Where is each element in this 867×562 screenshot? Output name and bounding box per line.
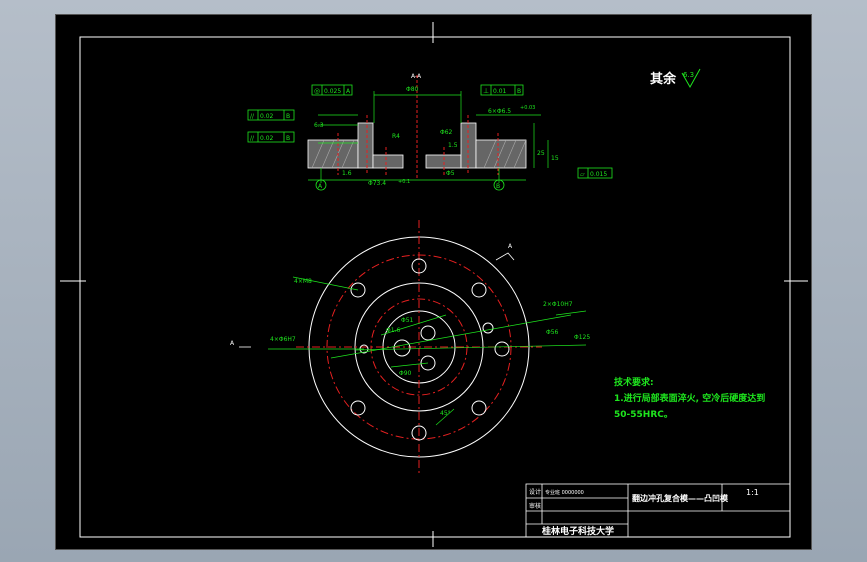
- section-cut-arrow-top: [495, 252, 515, 261]
- dim-holes: 6×Φ6.5: [488, 108, 511, 115]
- callout-lower: Φ90: [399, 370, 412, 377]
- roughness-a: 6.3: [314, 122, 324, 129]
- inner-frame: [79, 36, 791, 538]
- parallel-mid-datum: B: [286, 135, 290, 142]
- drawing-sheet: 其余 6.3 A-A: [55, 14, 812, 550]
- datum-a-label: A: [318, 183, 323, 190]
- dim-height1: 25: [537, 150, 545, 157]
- section-marker-left: A: [230, 340, 235, 347]
- perpendicular-value: 0.01: [493, 88, 507, 95]
- callout-right3: Φ125: [574, 334, 590, 341]
- pierce-hole-1: [393, 339, 411, 357]
- body-left-flange: [307, 139, 359, 169]
- section-view: A-A: [247, 73, 613, 191]
- datum-b-label: B: [496, 183, 500, 190]
- bolt-hole-3: [494, 341, 510, 357]
- parallel-top-value: 0.02: [260, 113, 274, 120]
- dim-angle: 1.5: [448, 142, 458, 149]
- dim-height2: 15: [551, 155, 559, 162]
- callout-left: 4×Φ6H7: [270, 336, 296, 343]
- design-label: 设计: [529, 488, 541, 496]
- section-marker-top: A: [508, 243, 513, 250]
- dim-holes-tol: +0.03: [520, 105, 535, 111]
- pin-hole-1: [482, 322, 494, 334]
- dim-chamfer: R4: [392, 133, 400, 140]
- parallel-top-datum: B: [286, 113, 290, 120]
- drawing-scale: 1:1: [746, 488, 759, 497]
- flatness-icon: ▱: [580, 171, 585, 178]
- callout-center1: Φ1.6: [386, 327, 400, 334]
- tech-req-line2: 50-55HRC。: [614, 410, 673, 420]
- designer-name: 专业班 0000000: [545, 489, 584, 496]
- surface-finish-value: 6.3: [683, 71, 694, 79]
- bolt-hole-7: [350, 282, 366, 298]
- roughness-symbol-icon: [681, 68, 701, 89]
- body-right-flange: [475, 139, 527, 169]
- parallel-icon-2: //: [250, 135, 255, 142]
- roughness-b: 1.6: [342, 170, 352, 177]
- bolt-hole-6: [350, 400, 366, 416]
- perpendicular-icon: ⊥: [483, 87, 489, 95]
- dim-bottom-tol: +0.1: [398, 179, 410, 185]
- review-label: 审核: [529, 502, 541, 510]
- flatness-value: 0.015: [590, 171, 607, 178]
- callout-top-left: 4×M8: [294, 278, 312, 285]
- coaxiality-value: 0.025: [324, 88, 341, 95]
- bolt-hole-2: [471, 282, 487, 298]
- pierce-hole-3: [420, 355, 436, 371]
- dim-depth: Φ5: [446, 170, 455, 177]
- parallel-mid-value: 0.02: [260, 135, 274, 142]
- body-left-wall: [357, 122, 374, 169]
- callout-right1: 2×Φ10H7: [543, 301, 573, 308]
- tech-req-title: 技术要求:: [614, 376, 654, 388]
- cad-drawing: 其余 6.3 A-A: [60, 22, 808, 547]
- body-right-floor: [425, 154, 462, 169]
- dim-bottom: Φ73.4: [368, 180, 386, 187]
- surface-finish-label: 其余: [650, 71, 677, 87]
- callout-center2: Φ51: [401, 317, 414, 324]
- bolt-hole-1: [411, 258, 427, 274]
- perpendicular-datum: B: [517, 88, 521, 95]
- coaxiality-datum: A: [346, 88, 351, 95]
- coaxiality-icon: ◎: [314, 87, 320, 95]
- body-left-floor: [372, 154, 404, 169]
- school-name: 桂林电子科技大学: [541, 525, 614, 537]
- bolt-hole-4: [471, 400, 487, 416]
- callout-right2: Φ56: [546, 329, 559, 336]
- part-name: 翻边冲孔复合模——凸凹模: [632, 493, 729, 503]
- pierce-hole-2: [420, 325, 436, 341]
- parallel-icon: //: [250, 113, 255, 120]
- plan-view: A A 4×M8 4×Φ6H7 Φ1.6 Φ51 2×Φ10H7 Φ56 Φ12…: [230, 220, 590, 475]
- dim-top-width: Φ80: [406, 86, 419, 93]
- title-block: [525, 483, 791, 538]
- callout-lower2: 45°: [440, 410, 451, 417]
- dim-width-mid: Φ62: [440, 129, 453, 136]
- bolt-hole-5: [411, 425, 427, 441]
- tech-req-line1: 1.进行局部表面淬火, 空冷后硬度达到: [614, 392, 765, 404]
